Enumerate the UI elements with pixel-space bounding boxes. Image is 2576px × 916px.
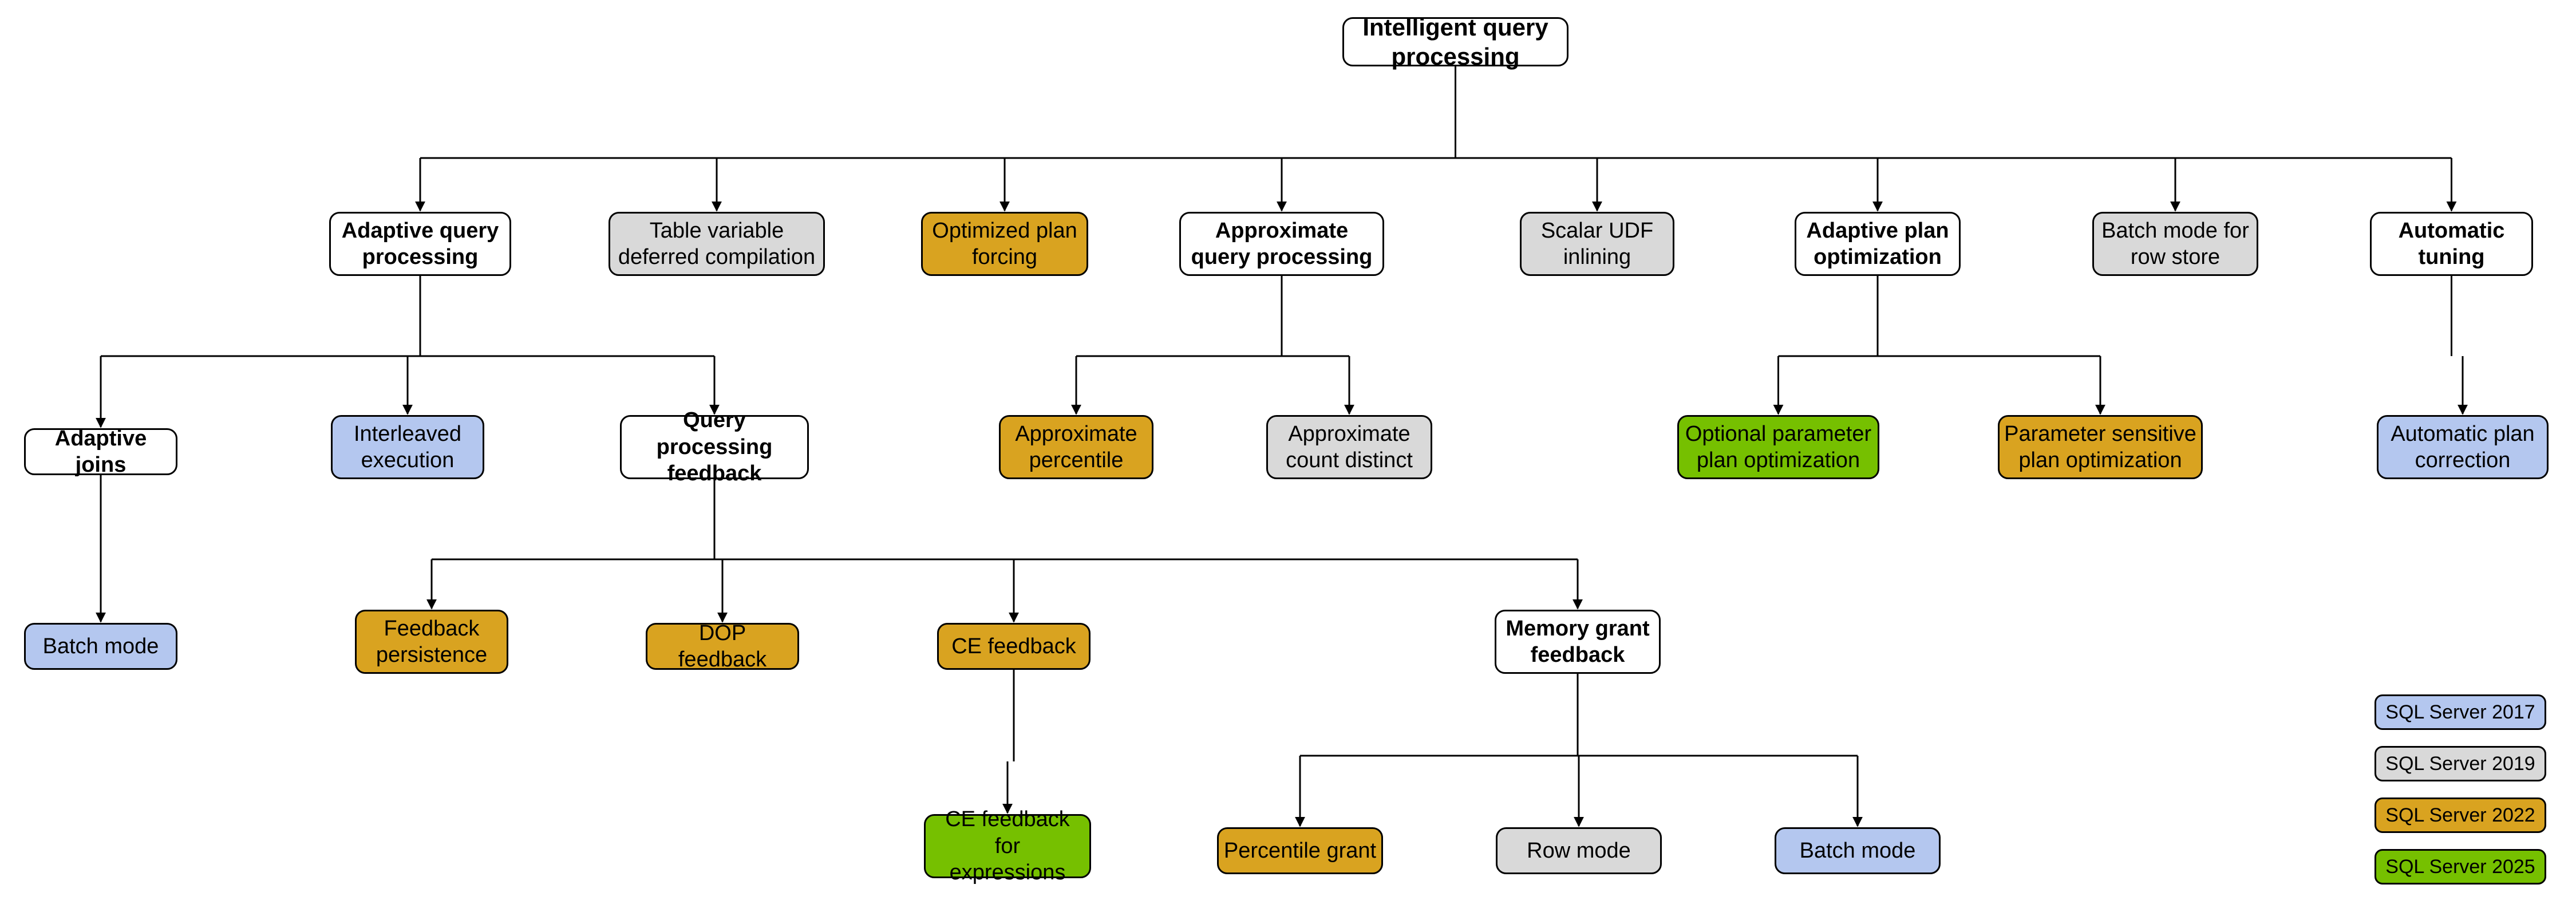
- legend-item-sql-server-2022: SQL Server 2022: [2374, 797, 2546, 833]
- node-pg[interactable]: Percentile grant: [1217, 827, 1383, 874]
- node-label: Row mode: [1527, 838, 1631, 863]
- node-cefe[interactable]: CE feedback for expressions: [924, 807, 1091, 885]
- node-mgf[interactable]: Memory grant feedback: [1495, 610, 1661, 674]
- node-pspo[interactable]: Parameter sensitive plan optimization: [1998, 415, 2203, 479]
- node-label: Adaptive plan optimization: [1806, 218, 1949, 269]
- node-aqpp[interactable]: Approximate query processing: [1179, 212, 1384, 276]
- node-aj[interactable]: Adaptive joins: [24, 427, 177, 477]
- node-bm2[interactable]: Batch mode: [1775, 827, 1941, 874]
- node-label: Percentile grant: [1223, 838, 1377, 863]
- node-bmrs[interactable]: Batch mode for row store: [2092, 212, 2258, 276]
- node-root[interactable]: Intelligent query processing: [1342, 14, 1568, 70]
- node-label: Batch mode: [1799, 838, 1916, 863]
- node-label: Parameter sensitive plan optimization: [2004, 421, 2196, 472]
- node-label: CE feedback: [951, 634, 1076, 658]
- node-label: Approximate count distinct: [1286, 421, 1413, 472]
- node-label: Automatic plan correction: [2391, 421, 2535, 472]
- legend-label: SQL Server 2017: [2385, 701, 2535, 723]
- node-sudf[interactable]: Scalar UDF inlining: [1520, 212, 1674, 276]
- node-cef[interactable]: CE feedback: [937, 623, 1091, 670]
- node-tvdc[interactable]: Table variable deferred compilation: [609, 212, 825, 276]
- node-ie[interactable]: Interleaved execution: [331, 415, 484, 479]
- node-bm1[interactable]: Batch mode: [24, 623, 177, 670]
- node-label: CE feedback for expressions: [945, 807, 1070, 885]
- node-label: Interleaved execution: [353, 421, 461, 472]
- node-qpf[interactable]: Query processing feedback: [620, 408, 809, 485]
- node-label: Feedback persistence: [376, 616, 488, 667]
- legend-item-sql-server-2019: SQL Server 2019: [2374, 746, 2546, 781]
- legend-label: SQL Server 2025: [2385, 855, 2535, 878]
- node-label: Approximate percentile: [1015, 421, 1137, 472]
- node-oppo[interactable]: Optional parameter plan optimization: [1677, 415, 1879, 479]
- legend-label: SQL Server 2022: [2385, 804, 2535, 826]
- node-label: Memory grant feedback: [1506, 616, 1650, 667]
- node-dopf[interactable]: DOP feedback: [646, 621, 799, 672]
- node-label: Intelligent query processing: [1362, 13, 1548, 70]
- node-acd[interactable]: Approximate count distinct: [1266, 415, 1432, 479]
- node-label: Scalar UDF inlining: [1540, 218, 1654, 269]
- node-label: Table variable deferred compilation: [618, 218, 816, 269]
- node-label: DOP feedback: [678, 621, 767, 672]
- node-opf[interactable]: Optimized plan forcing: [921, 212, 1088, 276]
- node-label: Optional parameter plan optimization: [1685, 421, 1872, 472]
- node-label: Approximate query processing: [1191, 218, 1373, 269]
- node-label: Batch mode for row store: [2101, 218, 2249, 269]
- node-fp[interactable]: Feedback persistence: [355, 610, 508, 674]
- node-label: Batch mode: [42, 634, 159, 658]
- node-at[interactable]: Automatic tuning: [2370, 212, 2533, 276]
- node-ap[interactable]: Approximate percentile: [999, 415, 1153, 479]
- node-label: Adaptive joins: [54, 426, 147, 477]
- node-apo[interactable]: Adaptive plan optimization: [1795, 212, 1961, 276]
- node-apc[interactable]: Automatic plan correction: [2377, 415, 2549, 479]
- legend-item-sql-server-2017: SQL Server 2017: [2374, 694, 2546, 730]
- node-label: Optimized plan forcing: [932, 218, 1077, 269]
- node-label: Adaptive query processing: [341, 218, 499, 269]
- node-label: Automatic tuning: [2398, 218, 2505, 269]
- legend-label: SQL Server 2019: [2385, 752, 2535, 775]
- node-rm[interactable]: Row mode: [1496, 827, 1662, 874]
- connector-lines: [96, 66, 2468, 827]
- node-aqp[interactable]: Adaptive query processing: [329, 212, 511, 276]
- node-label: Query processing feedback: [656, 408, 773, 486]
- legend-item-sql-server-2025: SQL Server 2025: [2374, 849, 2546, 885]
